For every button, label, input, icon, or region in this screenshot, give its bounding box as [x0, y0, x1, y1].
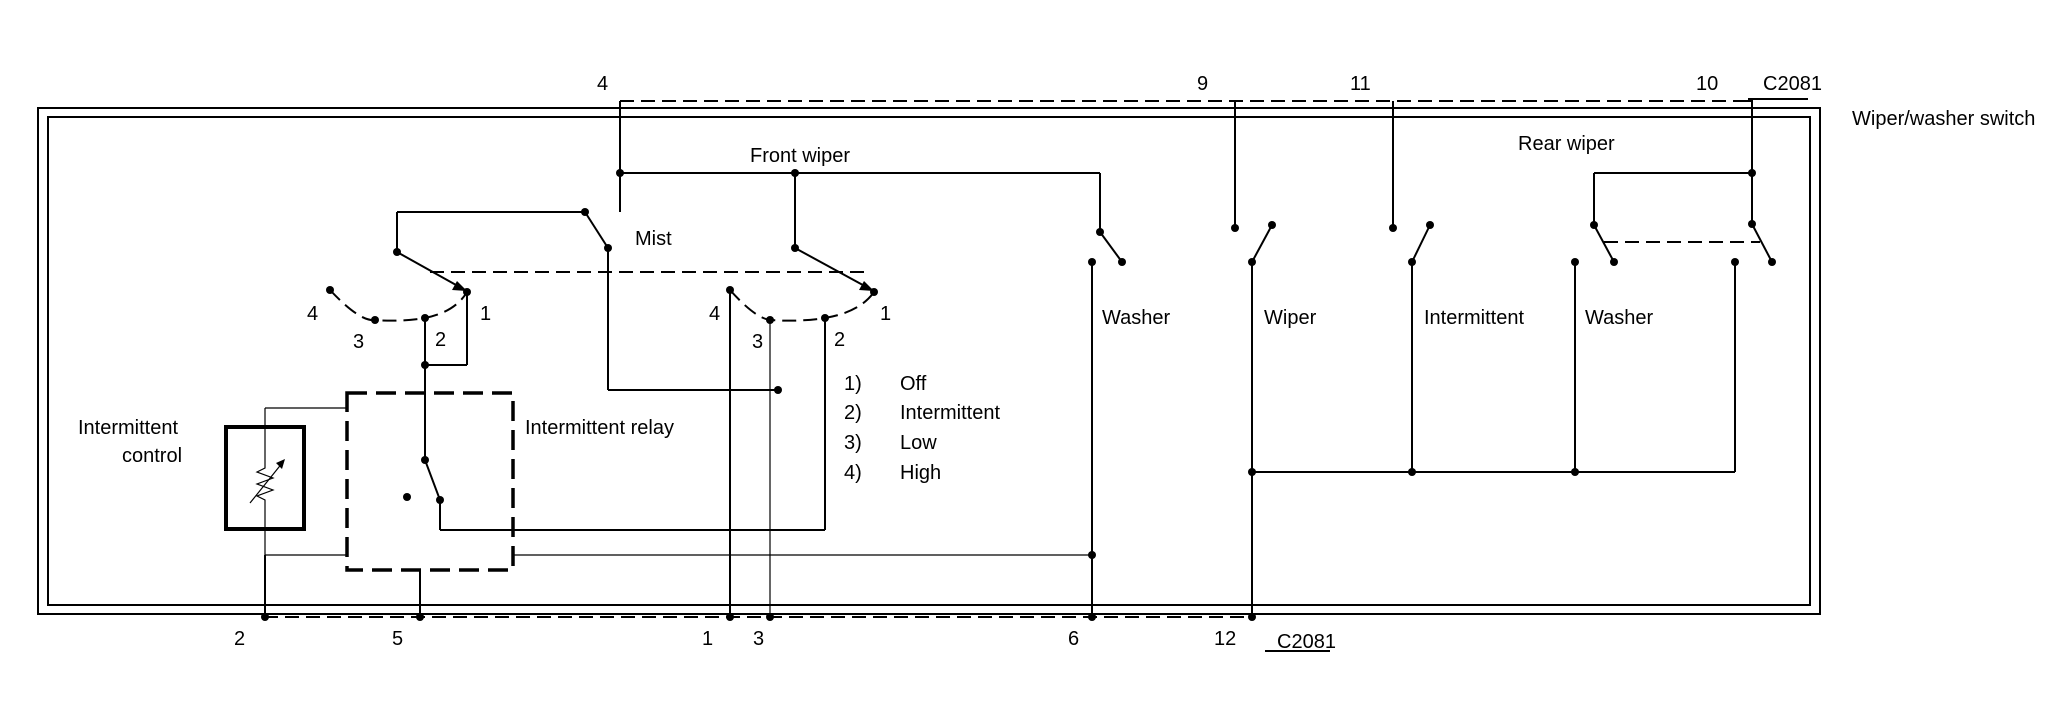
mist-label: Mist: [635, 228, 672, 250]
rear-washer-switch-label: Washer: [1585, 307, 1654, 329]
bottom-pin-6: 6: [1068, 628, 1079, 650]
left-selector-pos-2: 2: [435, 329, 446, 351]
intermittent-relay-label: Intermittent relay: [525, 417, 674, 439]
legend-num-4: 4): [844, 462, 862, 484]
left-selector-pos-3: 3: [353, 331, 364, 353]
rear-wiper-switch-label: Wiper: [1264, 307, 1317, 329]
legend-label-4: High: [900, 462, 941, 484]
switch-housing-inner-border: [47, 116, 1811, 606]
front-washer-switch-label: Washer: [1102, 307, 1171, 329]
bottom-pin-1: 1: [702, 628, 713, 650]
connector-top-label: C2081: [1763, 73, 1822, 95]
legend-num-3: 3): [844, 432, 862, 454]
legend-label-3: Low: [900, 432, 937, 454]
bottom-pin-3: 3: [753, 628, 764, 650]
legend-num-2: 2): [844, 402, 862, 424]
top-pin-9: 9: [1197, 73, 1208, 95]
right-selector-pos-3: 3: [752, 331, 763, 353]
top-pin-10: 10: [1696, 73, 1718, 95]
position-legend: 1) Off 2) Intermittent 3) Low 4) High: [844, 373, 1000, 484]
bottom-pin-12: 12: [1214, 628, 1236, 650]
switch-housing-outer-border: [37, 107, 1821, 615]
switch-name-label: Wiper/washer switch: [1852, 108, 2035, 130]
front-wiper-label: Front wiper: [750, 145, 850, 167]
top-pin-4: 4: [597, 73, 608, 95]
right-selector-pos-2: 2: [834, 329, 845, 351]
intermittent-relay-box: [345, 391, 515, 572]
legend-num-1: 1): [844, 373, 862, 395]
top-pin-11: 11: [1350, 73, 1371, 95]
bottom-pin-2: 2: [234, 628, 245, 650]
left-selector-pos-4: 4: [307, 303, 318, 325]
intermittent-control-label-line1: Intermittent: [78, 417, 178, 439]
intermittent-control-label-line2: control: [122, 445, 182, 467]
rear-wiper-label: Rear wiper: [1518, 133, 1615, 155]
right-selector-pos-4: 4: [709, 303, 720, 325]
right-selector-pos-1: 1: [880, 303, 891, 325]
connector-bottom-label: C2081: [1277, 631, 1336, 653]
bottom-pin-5: 5: [392, 628, 403, 650]
legend-label-1: Off: [900, 373, 927, 395]
rear-intermittent-switch-label: Intermittent: [1424, 307, 1524, 329]
left-selector-pos-1: 1: [480, 303, 491, 325]
legend-label-2: Intermittent: [900, 402, 1000, 424]
